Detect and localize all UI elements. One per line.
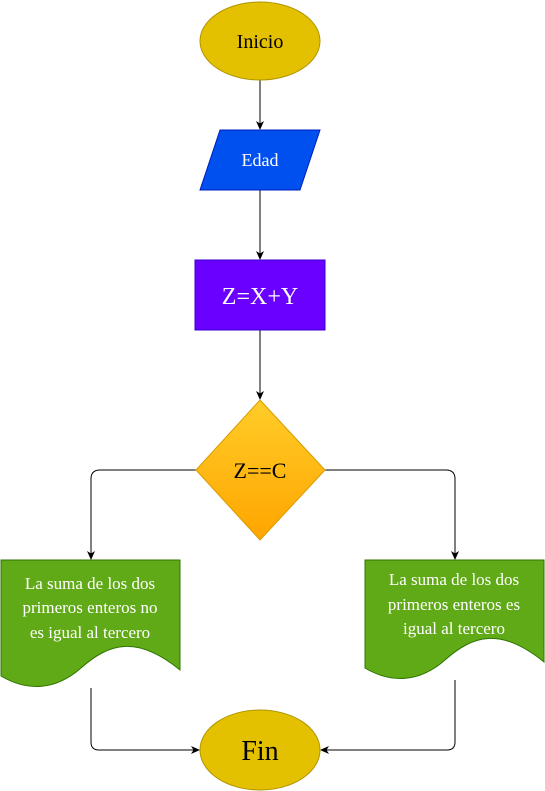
doc-left-line-1: La suma de los dos <box>25 574 155 593</box>
edge-decision-to-left-doc <box>87 469 196 560</box>
doc-right-line-2: primeros enteros es <box>388 595 520 614</box>
input-label: Edad <box>242 150 279 170</box>
decision-node: Z==C <box>195 399 326 541</box>
start-label: Inicio <box>237 31 284 53</box>
connectors <box>87 80 459 754</box>
doc-right-line-3: igual al tercero <box>403 619 505 638</box>
edge-left-doc-to-end <box>90 688 200 754</box>
process-node: Z=X+Y <box>194 259 326 331</box>
start-node: Inicio <box>199 1 321 81</box>
document-node-right: La suma de los dos primeros enteros es i… <box>364 559 545 679</box>
edge-right-doc-to-end <box>320 680 456 754</box>
end-label: Fin <box>241 736 278 767</box>
process-label: Z=X+Y <box>222 284 298 310</box>
decision-label: Z==C <box>234 458 287 483</box>
end-node: Fin <box>199 709 321 791</box>
doc-left-line-3: es igual al tercero <box>30 623 150 642</box>
doc-left-line-2: primeros enteros no <box>22 598 157 617</box>
document-node-left: La suma de los dos primeros enteros no e… <box>0 559 181 687</box>
input-node: Edad <box>199 129 321 191</box>
edge-decision-to-right-doc <box>325 469 459 560</box>
doc-right-line-1: La suma de los dos <box>389 570 519 589</box>
